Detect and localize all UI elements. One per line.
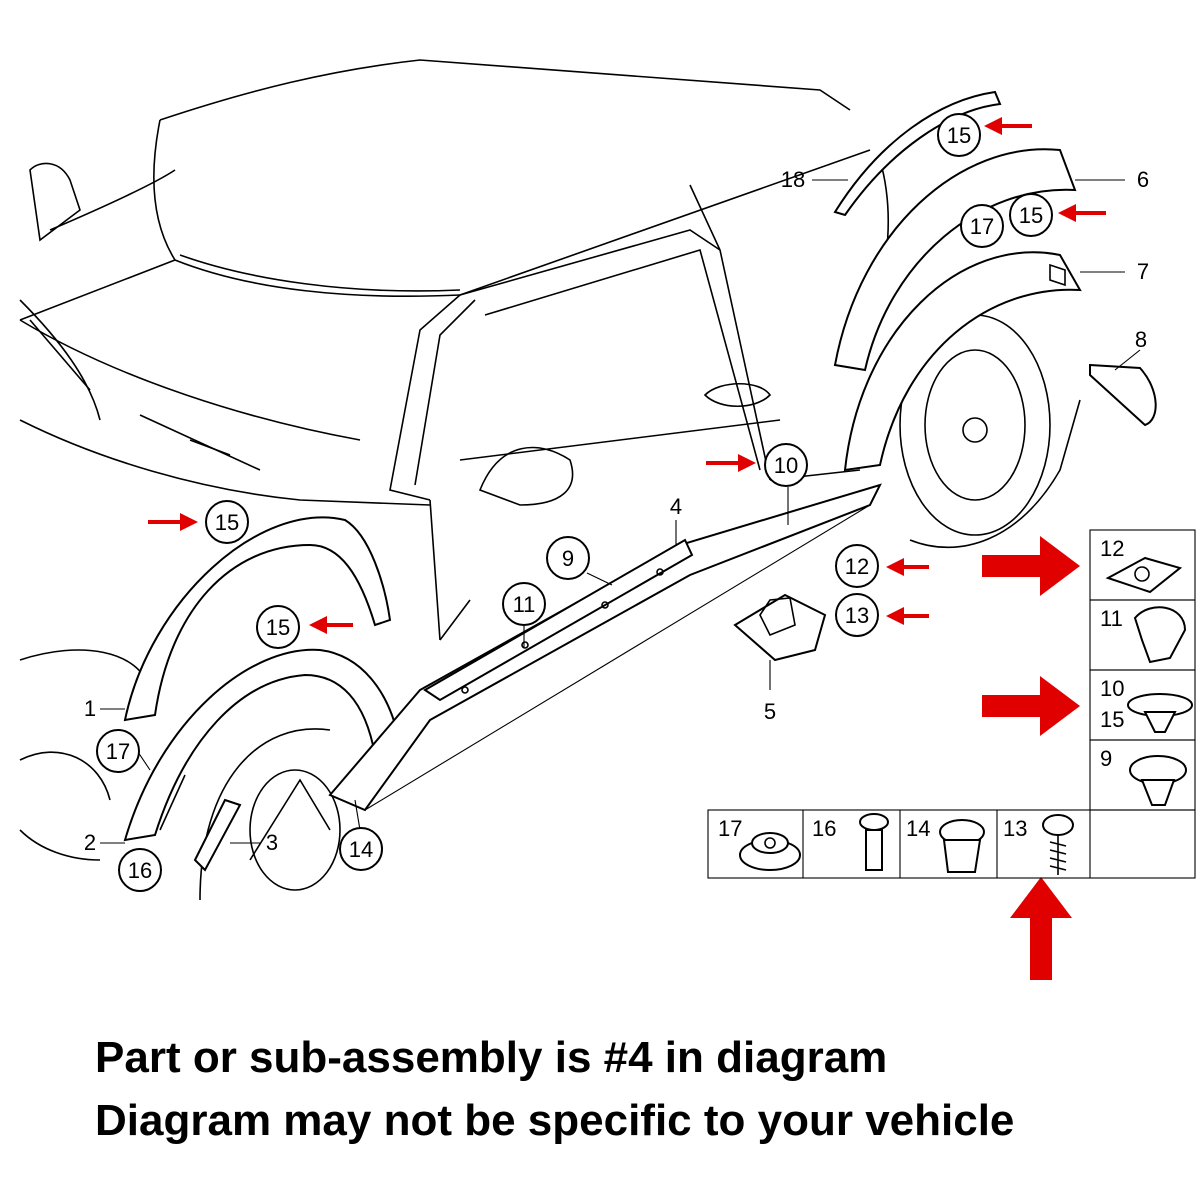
svg-text:14: 14 [349, 837, 373, 862]
side-sill-4[interactable] [328, 483, 882, 812]
rear-bracket-8 [1089, 363, 1157, 427]
parts-diagram: 15 15 17 10 12 13 9 11 15 15 17 16 [19, 59, 1196, 980]
label-6: 6 [1137, 167, 1149, 192]
svg-text:13: 13 [845, 603, 869, 628]
label-1: 1 [84, 696, 96, 721]
rivet-16-icon [859, 813, 889, 831]
callout-13: 13 [835, 593, 879, 637]
rear-arch-trim-18 [833, 90, 1002, 217]
highlight-arrow-15-top [984, 117, 1032, 135]
svg-text:10: 10 [774, 453, 798, 478]
highlight-arrow-13 [886, 607, 929, 625]
table-label-11: 11 [1100, 606, 1123, 631]
svg-text:9: 9 [562, 546, 574, 571]
callout-15-rear-top: 15 [937, 113, 981, 157]
front-arch-trim-1 [123, 516, 392, 722]
bracket-5 [733, 593, 827, 662]
rear-arch-trim-7 [843, 251, 1082, 472]
table-label-10: 10 [1100, 676, 1124, 701]
label-18: 18 [781, 167, 805, 192]
highlight-arrow-big-10 [982, 676, 1080, 736]
table-label-16: 16 [812, 816, 836, 841]
svg-text:17: 17 [106, 739, 130, 764]
label-2: 2 [84, 830, 96, 855]
callout-11: 11 [502, 582, 546, 626]
table-label-17: 17 [718, 816, 742, 841]
highlight-arrow-big-12 [982, 536, 1080, 596]
table-label-13: 13 [1003, 816, 1027, 841]
callout-15-front-mid: 15 [256, 605, 300, 649]
car-body-outline [19, 59, 1081, 901]
plug-11-icon [1133, 606, 1187, 664]
screw-13-icon [1042, 814, 1074, 836]
highlight-arrow-15-mid [1058, 204, 1106, 222]
label-3: 3 [266, 830, 278, 855]
leader-lines [100, 179, 1141, 844]
fastener-table: 12 11 10 15 9 17 16 14 13 [707, 529, 1196, 879]
label-4: 4 [670, 494, 682, 519]
caption-line-2: Diagram may not be specific to your vehi… [95, 1096, 1015, 1145]
svg-text:15: 15 [215, 510, 239, 535]
label-5: 5 [764, 699, 776, 724]
front-bracket-3 [159, 774, 242, 872]
callout-15-rear-mid: 15 [1009, 193, 1053, 237]
rear-arch-trim-6 [833, 148, 1077, 372]
table-label-15: 15 [1100, 707, 1124, 732]
table-label-12: 12 [1100, 536, 1124, 561]
svg-text:15: 15 [947, 123, 971, 148]
nut-clip-12-icon [1105, 556, 1183, 594]
callout-16: 16 [118, 848, 162, 892]
callout-14: 14 [339, 827, 383, 871]
callout-17-rear: 17 [960, 204, 1004, 248]
callout-17-front: 17 [96, 729, 140, 773]
svg-text:17: 17 [970, 214, 994, 239]
label-7: 7 [1137, 259, 1149, 284]
label-8: 8 [1135, 327, 1147, 352]
svg-text:15: 15 [266, 615, 290, 640]
highlight-arrow-12 [886, 558, 929, 576]
callout-10: 10 [764, 443, 808, 487]
highlight-arrow-big-13 [1010, 877, 1072, 980]
callout-9: 9 [546, 536, 590, 580]
svg-text:11: 11 [513, 592, 536, 617]
svg-text:12: 12 [845, 554, 869, 579]
table-label-14: 14 [906, 816, 930, 841]
table-label-9: 9 [1100, 746, 1112, 771]
caption-line-1: Part or sub-assembly is #4 in diagram [95, 1033, 888, 1082]
callout-12: 12 [835, 544, 879, 588]
highlight-arrow-10 [706, 454, 756, 472]
highlight-arrow-15-front-top [148, 513, 198, 531]
callout-15-front-top: 15 [205, 500, 249, 544]
svg-text:16: 16 [128, 858, 152, 883]
svg-text:15: 15 [1019, 203, 1043, 228]
highlight-arrow-15-front-mid [309, 616, 353, 634]
